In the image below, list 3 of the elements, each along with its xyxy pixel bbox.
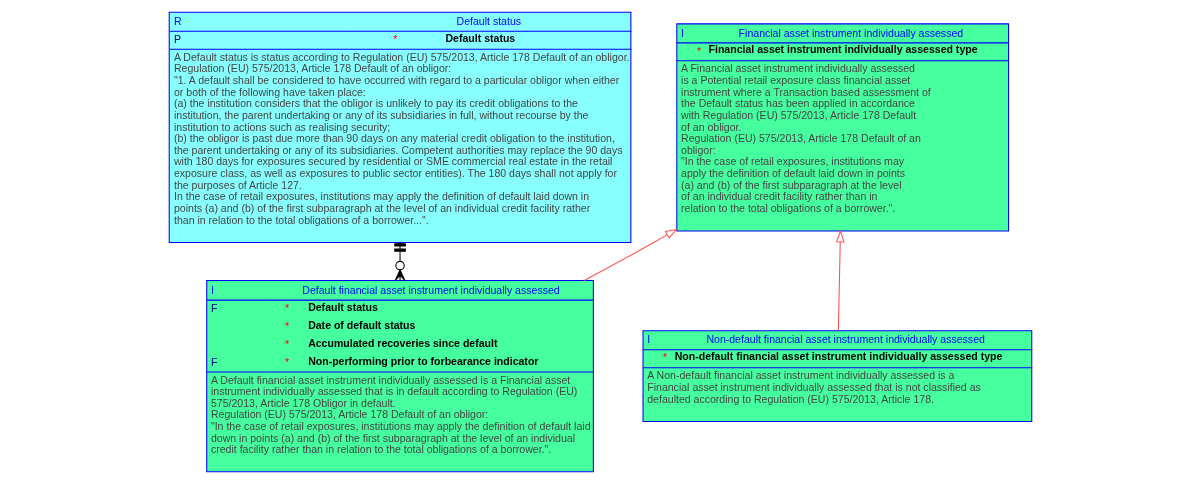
- arrow: [583, 228, 678, 281]
- connector: [393, 242, 406, 281]
- arrow: [835, 229, 845, 331]
